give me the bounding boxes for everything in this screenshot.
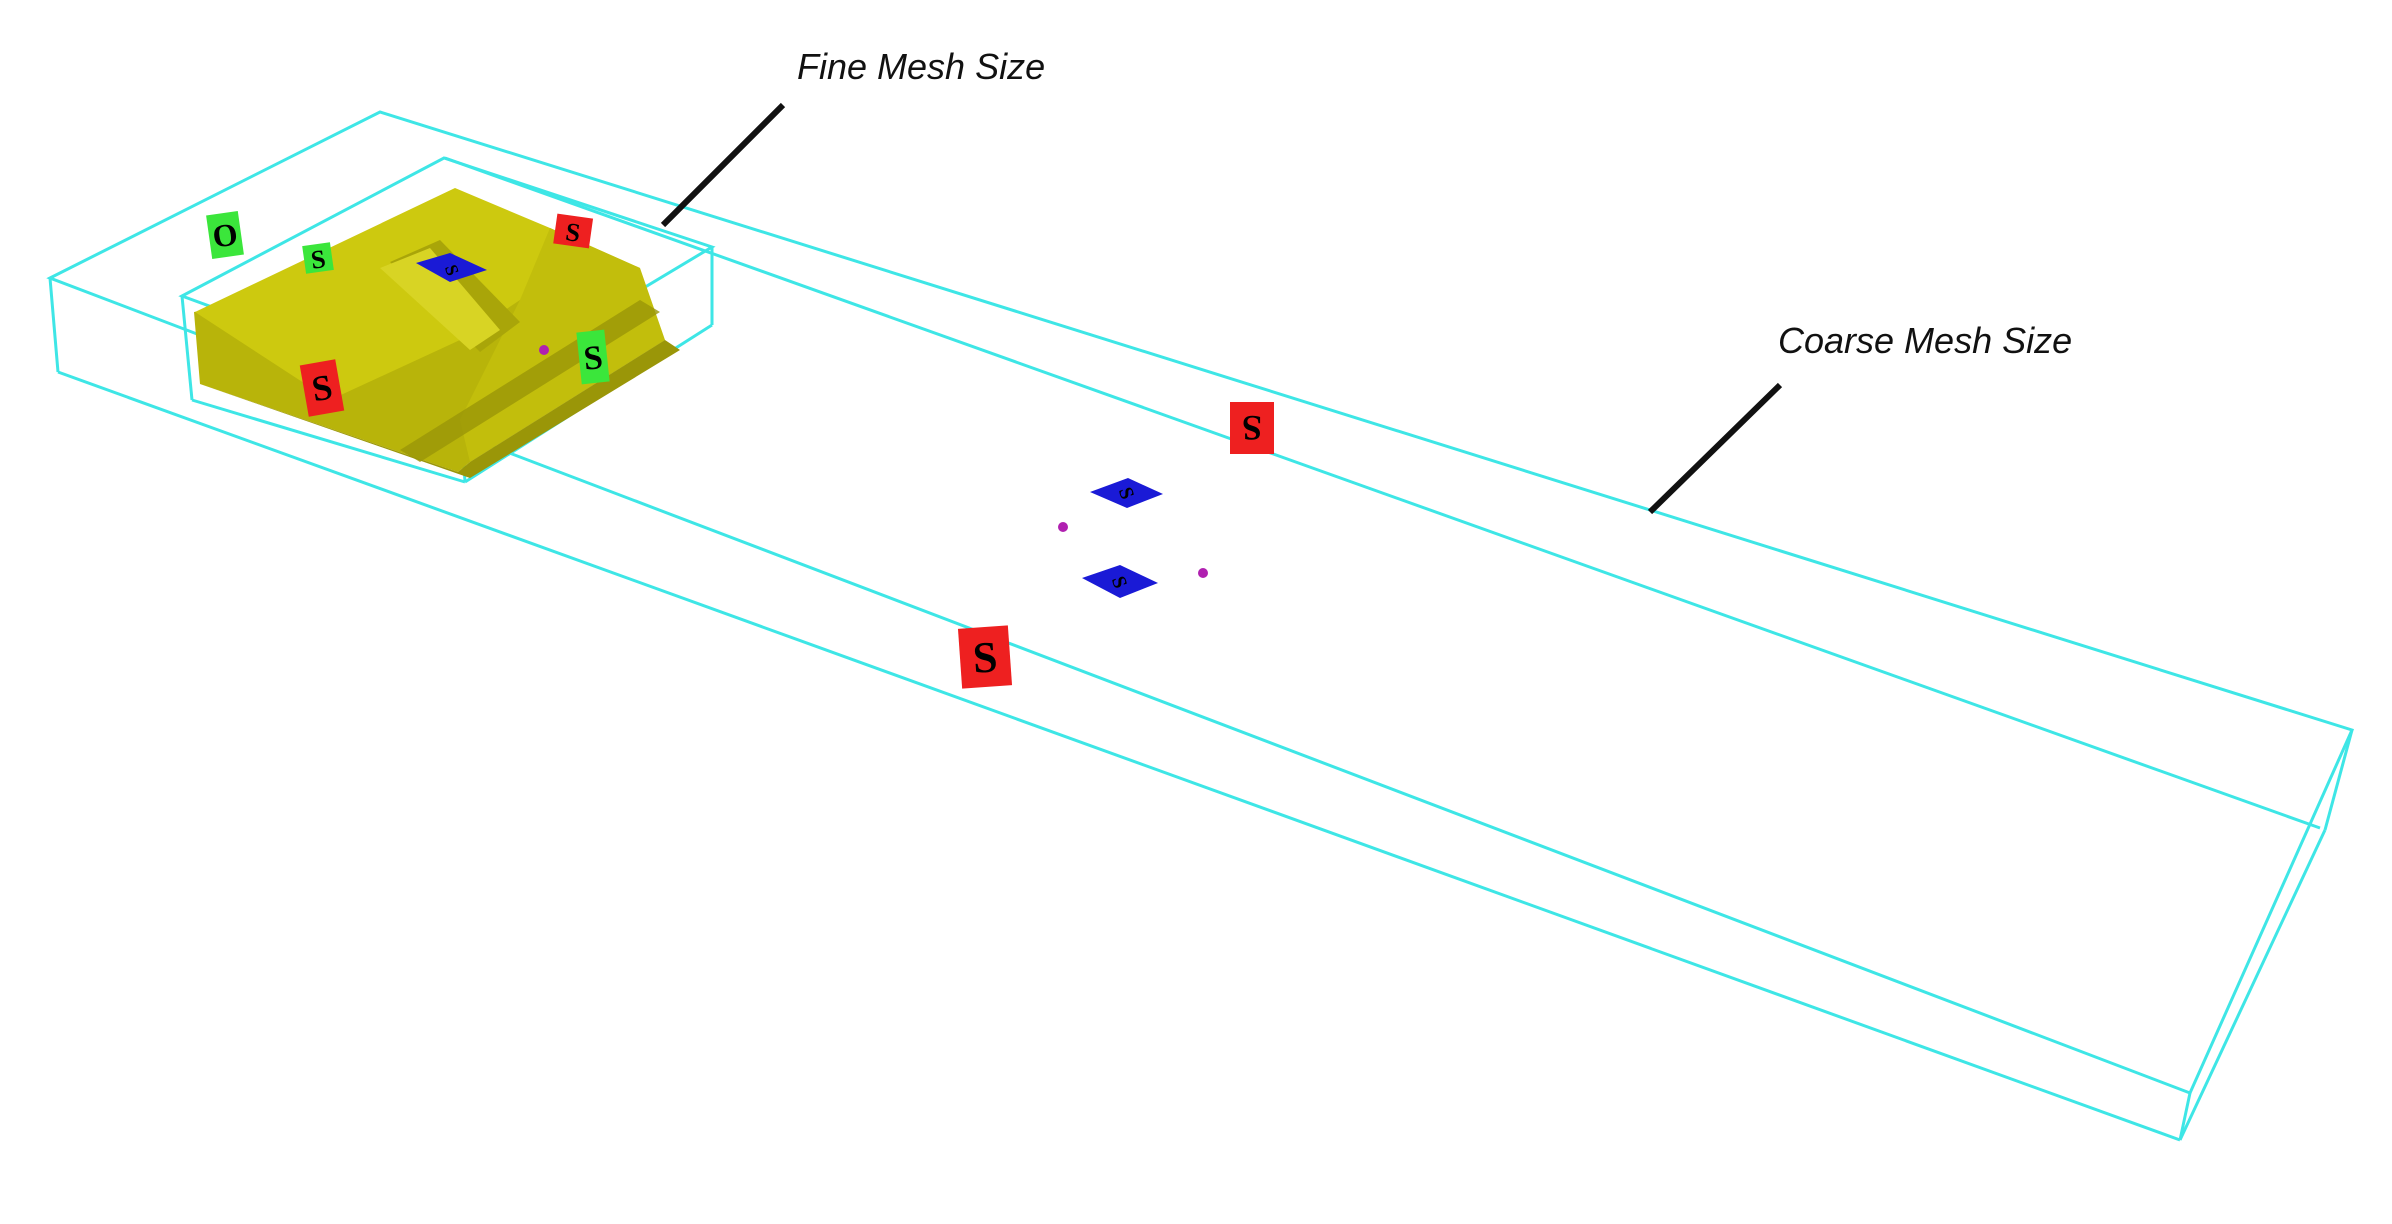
bc-green-left-1-label: O (210, 215, 240, 254)
bc-red-front-large-label: S (971, 632, 999, 683)
bc-red-top-small: S (553, 213, 594, 249)
bc-blue-mid-1: S (1090, 478, 1163, 508)
bc-red-front-large: S (957, 625, 1013, 689)
coarse-mesh-inner-edge (444, 156, 2321, 830)
coarse-mesh-front-right-vertical (2178, 1092, 2192, 1141)
bc-red-mid-flipped-label: S (1242, 408, 1262, 448)
bc-red-top-small-label: S (564, 217, 582, 248)
coarse-mesh-right-bottom (2178, 829, 2327, 1141)
terrain-ramp (380, 248, 500, 350)
fine-mesh-leader-line (660, 102, 786, 228)
coarse-mesh-right-vertical (2323, 729, 2354, 831)
probe-point-right (1198, 568, 1208, 578)
coarse-mesh-block (46, 110, 2355, 1142)
bc-red-front-small: S (299, 359, 345, 417)
bc-blue-top-fine: S (416, 253, 487, 282)
terrain-model (194, 188, 680, 478)
probe-point-terrain (539, 345, 549, 355)
bc-green-left-1: O (206, 210, 244, 260)
coarse-mesh-front-bottom (57, 370, 2181, 1142)
bc-green-left-2: S (302, 242, 334, 275)
fine-mesh-left-vertical (180, 295, 194, 401)
bc-red-mid-flipped: S (1230, 402, 1274, 454)
bc-green-right-label: S (582, 339, 605, 378)
bc-blue-mid-2: S (1082, 565, 1158, 598)
coarse-mesh-size-label: Coarse Mesh Size (1778, 320, 2073, 361)
bc-green-left-2-label: S (309, 244, 327, 275)
fine-mesh-bottom-front (191, 398, 466, 484)
coarse-mesh-leader-line (1647, 382, 1783, 515)
coarse-mesh-left-vertical (48, 277, 60, 373)
bc-green-right: S (576, 329, 610, 385)
fine-mesh-size-label: Fine Mesh Size (797, 46, 1046, 87)
probe-point-left (1058, 522, 1068, 532)
